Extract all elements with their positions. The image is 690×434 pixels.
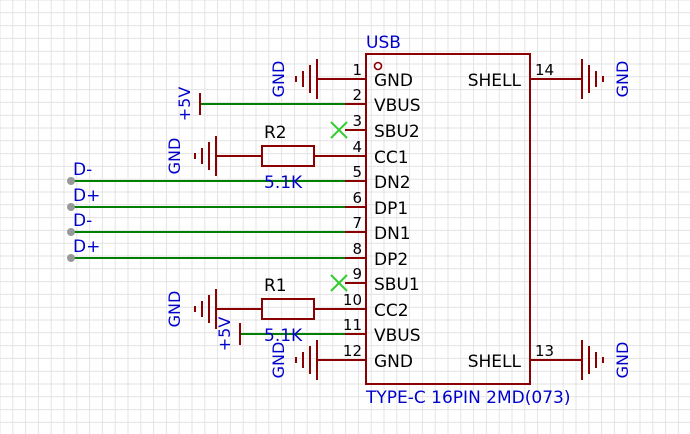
net-label-dn1: D- <box>73 211 92 231</box>
net-port-dot[interactable] <box>67 203 75 211</box>
gnd-label: GND <box>269 342 288 379</box>
pin1-marker <box>373 61 383 71</box>
resistor-value: 5.1K <box>264 326 303 346</box>
chip-part-number: TYPE-C 16PIN 2MD(073) <box>365 388 570 408</box>
pin-number: 8 <box>352 240 362 258</box>
gnd-symbol-r2[interactable]: GND <box>165 136 217 176</box>
chip-body[interactable] <box>365 53 531 385</box>
pin-number: 6 <box>352 189 362 207</box>
vcc-symbol-pin11[interactable]: +5V <box>215 317 241 352</box>
left-pin-5[interactable]: 5 DN2 <box>345 163 411 193</box>
pin-number: 5 <box>352 163 362 181</box>
right-pin-13[interactable]: 13 SHELL <box>468 342 582 372</box>
net-port-dot[interactable] <box>67 254 75 262</box>
pin-name: GND <box>374 71 413 91</box>
pin-name: VBUS <box>374 326 421 346</box>
net-label-dp1: D+ <box>73 186 100 206</box>
pin-name: VBUS <box>374 96 421 116</box>
right-pin-14[interactable]: 14 SHELL <box>468 61 582 91</box>
pin-number: 13 <box>535 342 554 360</box>
chip-designator: USB <box>366 33 401 53</box>
pin-number: 4 <box>352 138 362 156</box>
gnd-label: GND <box>613 342 632 379</box>
left-pin-11[interactable]: 11 VBUS <box>343 316 421 346</box>
pin-number: 1 <box>352 61 362 79</box>
left-pin-12[interactable]: 12 GND <box>343 342 413 372</box>
pin-number: 3 <box>352 112 362 130</box>
gnd-symbol-pin13[interactable]: GND <box>581 340 632 380</box>
left-pin-8[interactable]: 8 DP2 <box>345 240 408 270</box>
left-pin-4[interactable]: 4 CC1 <box>345 138 409 168</box>
vcc-symbol-pin2[interactable]: +5V <box>175 87 201 122</box>
gnd-label: GND <box>613 61 632 98</box>
no-connect-sbu1 <box>330 274 348 292</box>
resistor-r1[interactable]: R1 5.1K <box>216 276 345 346</box>
left-pin-3[interactable]: 3 SBU2 <box>345 112 420 142</box>
pin-name: SBU2 <box>374 122 420 142</box>
pin-number: 12 <box>343 342 362 360</box>
pin-name: SHELL <box>468 71 522 91</box>
pin-number: 7 <box>352 214 362 232</box>
pin-name: SHELL <box>468 352 522 372</box>
pin-name: DN1 <box>374 224 411 244</box>
left-pin-6[interactable]: 6 DP1 <box>345 189 408 219</box>
gnd-label: GND <box>165 138 184 175</box>
net-port-dot[interactable] <box>67 228 75 236</box>
pin-name: CC2 <box>374 301 409 321</box>
pin-number: 10 <box>343 291 362 309</box>
resistor-ref: R1 <box>264 276 287 296</box>
pin-name: SBU1 <box>374 275 420 295</box>
pin-number: 9 <box>352 265 362 283</box>
left-pin-10[interactable]: 10 CC2 <box>343 291 409 321</box>
resistor-value: 5.1K <box>264 173 303 193</box>
vcc-label: +5V <box>215 317 234 352</box>
pin-number: 14 <box>535 61 554 79</box>
gnd-symbol-pin1[interactable]: GND <box>269 59 345 99</box>
resistor-body[interactable] <box>261 145 315 167</box>
resistor-r2[interactable]: R2 5.1K <box>216 123 345 193</box>
pin-name: DP2 <box>374 250 408 270</box>
net-wires: D- D+ D- D+ <box>67 103 345 335</box>
resistor-body[interactable] <box>261 298 315 320</box>
no-connect-sbu2 <box>330 121 348 139</box>
usb-connector-symbol[interactable]: USB TYPE-C 16PIN 2MD(073) 1 GND 2 VBUS 3… <box>343 33 582 408</box>
pin-name: CC1 <box>374 148 409 168</box>
resistor-ref: R2 <box>264 123 287 143</box>
pin-number: 11 <box>343 316 362 334</box>
left-pin-2[interactable]: 2 VBUS <box>345 86 421 116</box>
pin-name: GND <box>374 352 413 372</box>
pin-name: DP1 <box>374 199 408 219</box>
gnd-symbol-pin14[interactable]: GND <box>581 59 632 99</box>
net-port-dot[interactable] <box>67 177 75 185</box>
vcc-label: +5V <box>175 87 194 122</box>
gnd-symbol-r1[interactable]: GND <box>165 289 217 329</box>
net-label-dp2: D+ <box>73 237 100 257</box>
left-pin-9[interactable]: 9 SBU1 <box>345 265 420 295</box>
gnd-label: GND <box>165 291 184 328</box>
gnd-label: GND <box>269 61 288 98</box>
left-pin-1[interactable]: 1 GND <box>345 61 413 91</box>
pin-number: 2 <box>352 86 362 104</box>
left-pin-7[interactable]: 7 DN1 <box>345 214 411 244</box>
gnd-symbol-pin12[interactable]: GND <box>269 340 345 380</box>
net-label-dn2: D- <box>73 160 92 180</box>
pin-name: DN2 <box>374 173 411 193</box>
